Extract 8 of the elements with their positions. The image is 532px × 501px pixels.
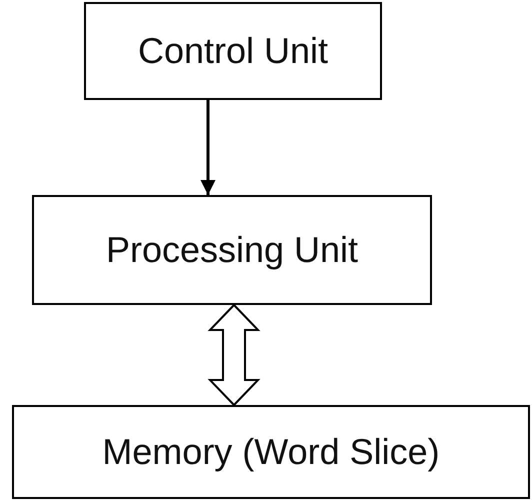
box-label: Processing Unit (106, 229, 358, 271)
box-label: Control Unit (138, 30, 328, 72)
double-arrow (208, 304, 260, 406)
process-box (32, 195, 432, 305)
box-label: Memory (Word Slice) (102, 431, 440, 473)
process-box (12, 405, 530, 499)
process-box (84, 2, 382, 100)
arrow (200, 100, 216, 195)
